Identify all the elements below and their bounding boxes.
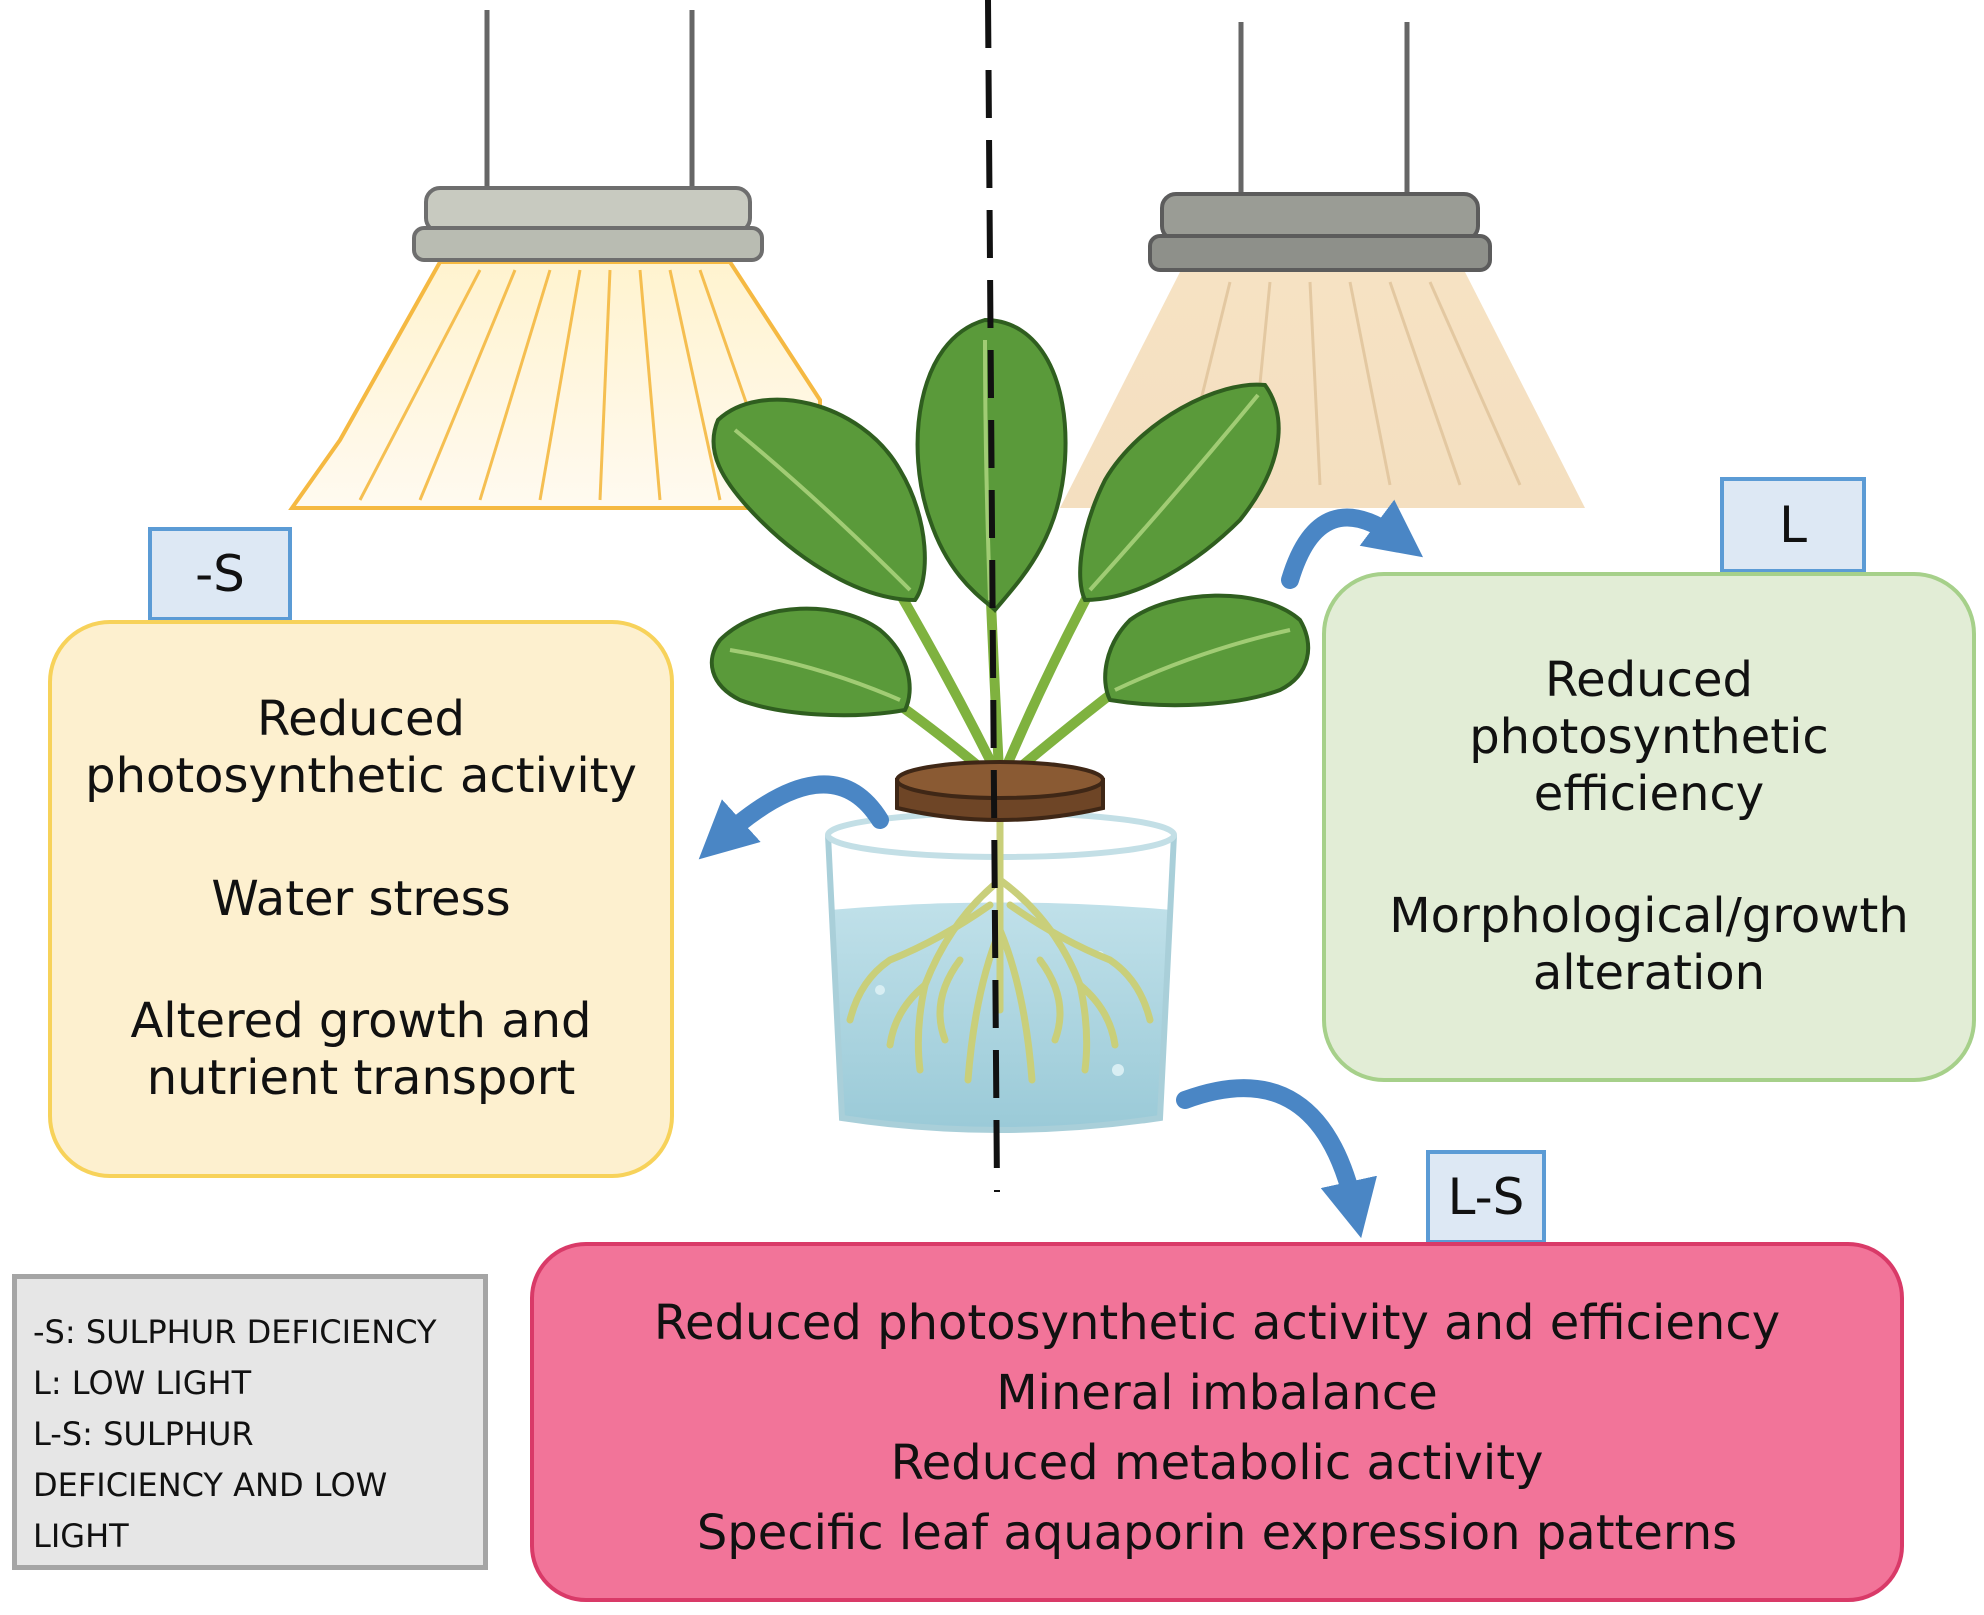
roots <box>846 806 1154 1084</box>
s-effect-line: Altered growth and <box>130 993 592 1050</box>
l-effect-line: Morphological/growth <box>1389 888 1909 945</box>
l-effect-line: Reduced <box>1544 652 1753 709</box>
legend-line: -S: SULPHUR DEFICIENCY <box>33 1313 437 1351</box>
plant-holder-disc <box>895 760 1105 822</box>
s-condition-tag: -S <box>148 527 292 621</box>
s-effect-line: photosynthetic activity <box>85 748 637 805</box>
l-condition-tag: L <box>1720 477 1866 573</box>
l-effect-line: alteration <box>1532 944 1766 1001</box>
legend-box: -S: SULPHUR DEFICIENCY L: LOW LIGHT L-S:… <box>12 1274 488 1570</box>
l-effects-box: Reduced photosynthetic efficiency Morpho… <box>1322 572 1976 1082</box>
legend-line: L-S: SULPHUR <box>33 1415 254 1453</box>
ls-effect-line: Mineral imbalance <box>996 1365 1438 1422</box>
s-effect-line: Water stress <box>211 870 511 927</box>
legend-line: DEFICIENCY AND LOW <box>33 1466 388 1504</box>
ls-condition-tag: L-S <box>1426 1150 1546 1244</box>
ls-effect-line: Reduced metabolic activity <box>890 1435 1544 1492</box>
s-effect-line: Reduced <box>256 691 465 748</box>
effect-arrows <box>698 499 1424 1239</box>
arrow-to-s-box <box>698 775 889 860</box>
dim-lamp <box>1060 22 1585 508</box>
ls-effects-box: Reduced photosynthetic activity and effi… <box>530 1242 1904 1602</box>
arrow-to-l-box <box>1281 499 1424 589</box>
s-effect-line: nutrient transport <box>146 1049 576 1106</box>
arrow-to-ls-box <box>1176 1079 1377 1239</box>
divider-dashed-line <box>985 0 1000 1193</box>
ls-effect-line: Reduced photosynthetic activity and effi… <box>653 1295 1781 1351</box>
l-effect-line: efficiency <box>1533 765 1765 822</box>
legend-line: L: LOW LIGHT <box>33 1364 252 1402</box>
legend-line: LIGHT <box>33 1517 129 1555</box>
s-effects-box: Reduced photosynthetic activity Water st… <box>48 620 674 1178</box>
ls-effect-line: Specific leaf aquaporin expression patte… <box>696 1505 1738 1562</box>
l-effect-line: photosynthetic <box>1469 709 1829 766</box>
